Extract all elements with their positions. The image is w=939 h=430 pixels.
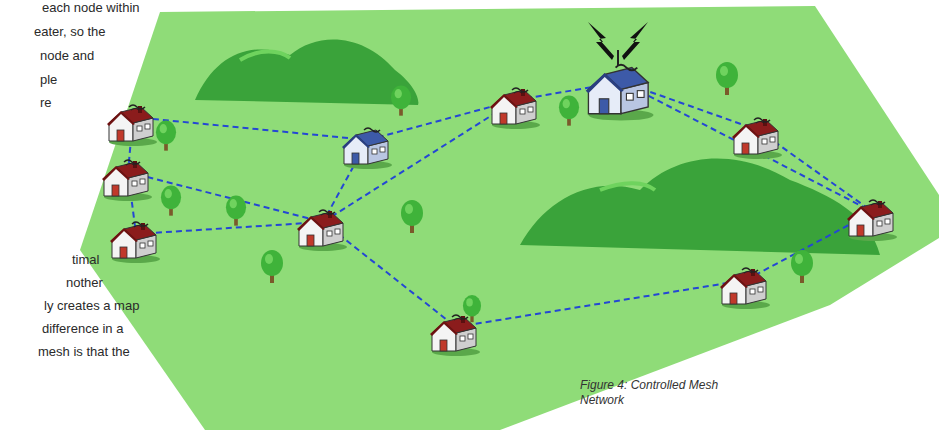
house [297,210,347,251]
tree [226,195,246,225]
mesh-link [622,82,873,212]
ground-plane [80,6,939,430]
house [107,105,157,146]
mesh-link [128,172,323,222]
mesh-links [128,82,873,327]
text-fragment: mesh is that the [38,344,130,360]
tree [391,85,411,115]
text-fragment: timal [72,252,99,268]
house [490,88,540,129]
text-fragment: each node within [42,0,140,16]
text-fragment: difference in a [42,321,123,337]
tower-house [586,65,654,121]
hill-highlight [240,52,290,61]
signal-bolt [622,22,648,60]
tree [716,62,738,95]
mesh-link [136,222,323,234]
tree [261,250,283,283]
house [342,128,392,169]
hill [195,39,418,105]
hill-highlight [600,183,655,190]
mesh-link [456,280,746,327]
signal-bolt [588,22,614,60]
tree [156,120,176,150]
tree [559,95,579,125]
figure-caption: Figure 4: Controlled Mesh Network [580,378,740,408]
text-fragment: node and [40,48,94,64]
house [720,268,770,309]
antenna-mast [617,50,619,66]
house [732,118,782,159]
house [430,315,480,356]
tree [401,200,423,233]
hill [520,159,880,255]
text-fragment: re [40,95,52,111]
text-fragment: nother [66,275,103,291]
house [847,200,897,241]
text-fragment: ly creates a map [44,298,139,314]
house [102,160,152,201]
text-fragment: eater, so the [34,24,106,40]
text-fragment: ple [40,72,57,88]
tree [791,250,813,283]
house [110,222,160,263]
tree [161,185,181,215]
